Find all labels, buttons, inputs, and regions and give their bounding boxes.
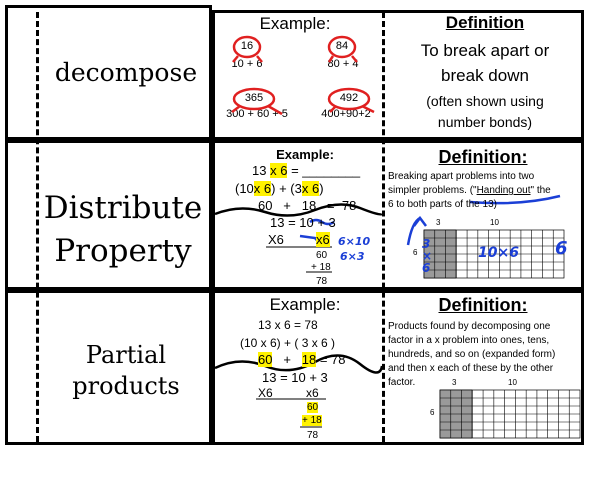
- example-heading: Example:: [269, 295, 341, 314]
- row2-term-box: [5, 140, 212, 290]
- example-heading: Example:: [259, 14, 331, 33]
- definition-text: factor.: [388, 377, 416, 388]
- term-decompose: decompose: [54, 58, 198, 87]
- definition-heading: Definition:: [438, 295, 528, 315]
- row3-term-box: [5, 290, 212, 445]
- product-total: 78: [316, 276, 328, 287]
- distribute-line4: 13 = 10 + 3: [270, 215, 336, 230]
- definition-text: Breaking apart problems into two: [388, 171, 535, 182]
- bond-parts: 400+90+2: [321, 108, 371, 120]
- row1-term-box: [5, 5, 212, 140]
- handwritten-note: 3×6: [422, 237, 433, 275]
- definition-text: factor in a x problem into ones, tens,: [388, 335, 550, 346]
- term-distribute: Distribute: [43, 190, 203, 226]
- bond-parts: 300 + 60 + 5: [226, 108, 288, 120]
- grid-label: 3: [436, 218, 441, 227]
- grid-label: 6: [413, 248, 418, 257]
- bond-parts: 80 + 4: [327, 58, 359, 70]
- term-partial: Partial: [85, 341, 167, 369]
- partial-line3: 60 + 18 = 78: [258, 352, 346, 367]
- partial-line2: (10 x 6) + ( 3 x 6 ): [240, 336, 336, 350]
- fold-line-left: [36, 12, 39, 442]
- term-property: Property: [54, 233, 192, 269]
- grid-label: 10: [490, 218, 499, 227]
- definition-text: 6 to both parts of the 13): [388, 199, 497, 210]
- grid-label: 6: [430, 408, 435, 417]
- partial-product: + 18: [311, 262, 331, 273]
- definition-text: and then x each of these by the other: [388, 363, 554, 374]
- bond-whole: 84: [335, 40, 349, 52]
- distribute-line3: 60 + 18 = 78: [258, 198, 357, 213]
- product-total: 78: [307, 430, 319, 441]
- bond-parts: 10 + 6: [231, 58, 263, 70]
- partial-x6-right: x6: [306, 386, 319, 400]
- distribute-line1: 13 x 6 = ________: [252, 163, 361, 178]
- bond-whole: 365: [244, 92, 264, 104]
- definition-line: (often shown using: [426, 93, 544, 109]
- row2-content-box: [212, 140, 584, 290]
- bond-whole: 16: [240, 40, 254, 52]
- distribute-x6-right: x6: [316, 232, 330, 247]
- fold-line-middle: [382, 12, 385, 442]
- partial-product: 60: [316, 250, 328, 261]
- handwritten-note: 6: [555, 238, 568, 259]
- definition-heading: Definition: [445, 13, 525, 32]
- definition-text: simpler problems. ("Handing out" the: [388, 185, 551, 196]
- bond-whole: 492: [339, 92, 359, 104]
- partial-line4: 13 = 10 + 3: [262, 370, 328, 385]
- partial-product: 60: [307, 402, 319, 413]
- handwritten-note: 6×10: [338, 235, 371, 248]
- row3-content-box: [212, 290, 584, 445]
- handwritten-note: 6×3: [340, 250, 365, 263]
- grid-label: 10: [508, 378, 517, 387]
- term-products: products: [72, 372, 180, 400]
- partial-product: + 18: [302, 415, 322, 426]
- distribute-line2: (10x 6) + (3x 6): [235, 181, 324, 196]
- definition-line: number bonds): [437, 114, 533, 130]
- partial-x6-left: X6: [258, 386, 273, 400]
- row1-content-box: [212, 10, 584, 140]
- grid-label: 3: [452, 378, 457, 387]
- example-heading: Example:: [276, 147, 334, 162]
- partial-line1: 13 x 6 = 78: [258, 318, 318, 332]
- distribute-x6-left: X6: [268, 232, 284, 247]
- definition-line: break down: [441, 66, 529, 85]
- definition-line: To break apart or: [420, 41, 550, 60]
- definition-heading: Definition:: [438, 147, 528, 167]
- definition-text: Products found by decomposing one: [388, 321, 551, 332]
- handwritten-note: 10×6: [478, 245, 519, 261]
- definition-text: hundreds, and so on (expanded form): [388, 349, 556, 360]
